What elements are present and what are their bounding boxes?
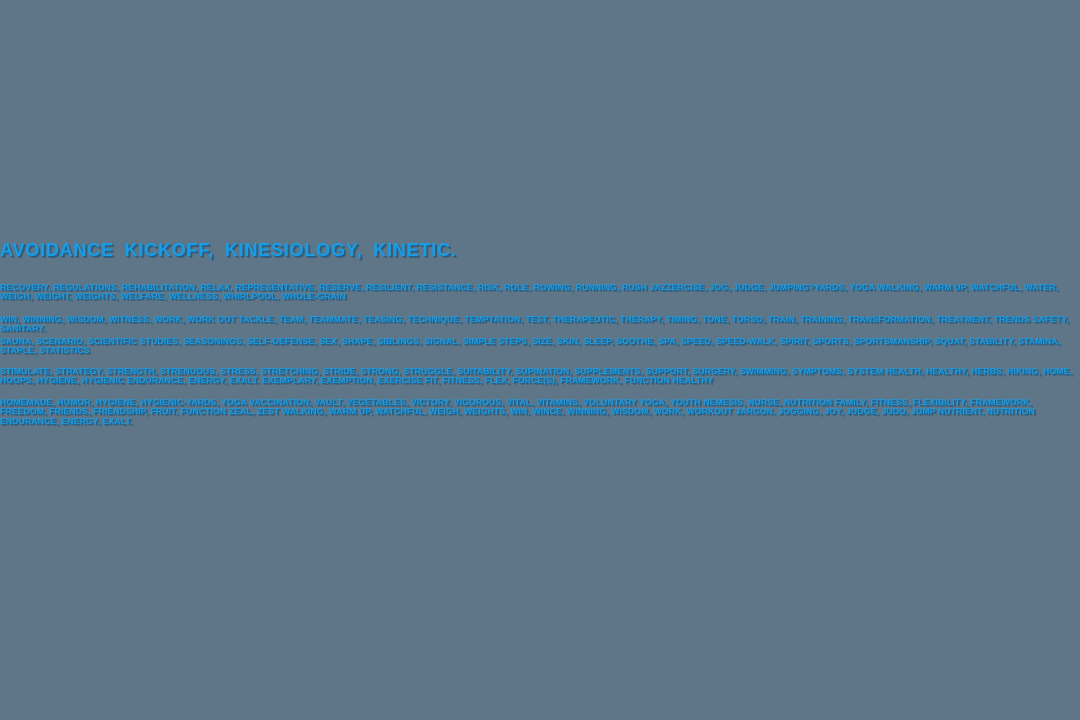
word-list-paragraph-1: RECOVERY, REGULATIONS, REHABILITATION, R…	[0, 282, 1059, 302]
word-list-paragraph-5: HOMEMADE, HUMOR, HYGIENE, HYGIENIC-YARDS…	[0, 397, 1035, 426]
page-title: AVOIDANCE KICKOFF, KINESIOLOGY, KINETIC.	[0, 240, 457, 260]
word-list-paragraph-3: SAUNA, SCENARIO, SCIENTIFIC STUDIES, SEA…	[0, 336, 1061, 356]
word-list-paragraph-4: STIMULATE, STRATEGY, STRENGTH, STRENUOUS…	[0, 366, 1073, 386]
word-list-paragraph-2: WIN, WINNING, WISDOM, WITNESS, WORK, WOR…	[0, 314, 1069, 334]
